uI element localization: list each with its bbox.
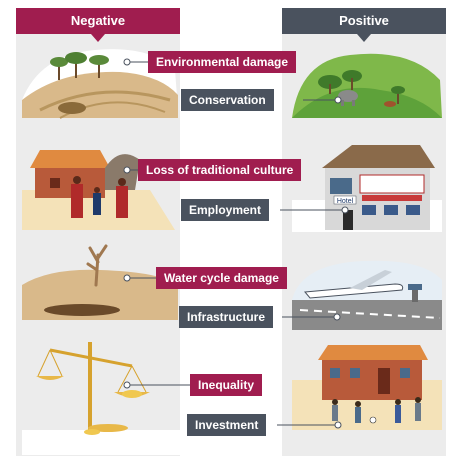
- label-infrastructure: Infrastructure: [179, 306, 274, 328]
- connector-dot: [123, 58, 131, 66]
- community-investment-illustration: [292, 345, 442, 430]
- airport-illustration: [292, 260, 442, 330]
- drought-illustration: [22, 244, 178, 320]
- connector-dot: [334, 96, 342, 104]
- label-conservation: Conservation: [181, 89, 274, 111]
- negative-header: Negative: [16, 8, 180, 34]
- scales-illustration: [22, 342, 180, 455]
- connector-dot: [123, 381, 131, 389]
- label-inequality: Inequality: [190, 374, 263, 396]
- connector-dot: [123, 166, 131, 174]
- hotel-sign: Hotel: [337, 198, 354, 205]
- elephant-icon: [338, 90, 358, 102]
- label-water-cycle-damage: Water cycle damage: [156, 267, 287, 289]
- connector-dot: [333, 313, 341, 321]
- negative-header-pointer: [91, 34, 105, 42]
- hotel-illustration: Hotel: [292, 145, 442, 232]
- connector-dot: [123, 274, 131, 282]
- connectors: [123, 58, 349, 429]
- football-icon: [369, 416, 377, 424]
- airplane-icon: [304, 283, 404, 299]
- label-environmental-damage: Environmental damage: [148, 51, 297, 73]
- positive-header-pointer: [357, 34, 371, 42]
- label-employment: Employment: [181, 199, 270, 221]
- connector-dot: [341, 206, 349, 214]
- deforested-landscape-illustration: [22, 49, 178, 119]
- traditional-village-illustration: [22, 150, 175, 230]
- connector-dot: [334, 421, 342, 429]
- label-loss-of-traditional-culture: Loss of traditional culture: [138, 159, 302, 181]
- positive-header: Positive: [282, 8, 446, 34]
- label-investment: Investment: [187, 414, 267, 436]
- conservation-landscape-illustration: [292, 53, 442, 118]
